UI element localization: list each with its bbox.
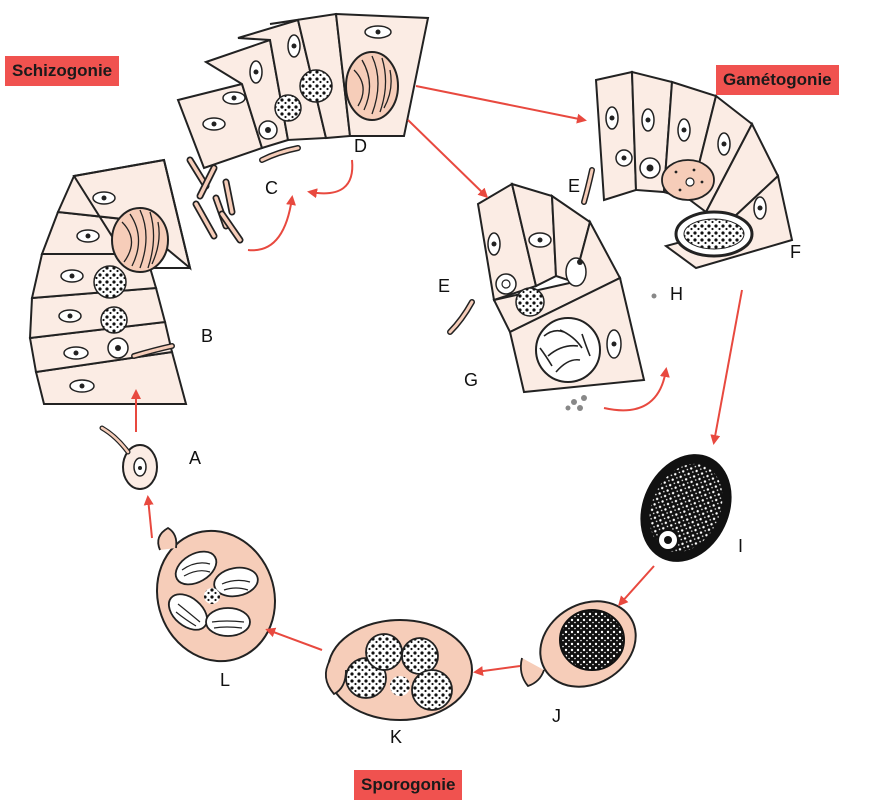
label-h: H xyxy=(670,284,683,304)
label-i: I xyxy=(738,536,743,556)
arrow-d-to-c xyxy=(310,160,352,193)
stage-j-oocyst xyxy=(521,584,651,703)
label-j: J xyxy=(552,706,561,726)
label-l: L xyxy=(220,670,230,690)
arrow-d-to-gametogony xyxy=(416,86,584,120)
label-g: G xyxy=(464,370,478,390)
arrow-k-to-l xyxy=(268,630,322,650)
arrow-merozoites-to-c xyxy=(248,198,292,250)
stage-l-sporulated-oocyst xyxy=(139,514,293,678)
label-e-right: E xyxy=(568,176,580,196)
free-merozoites xyxy=(190,160,240,240)
arrow-j-to-k xyxy=(476,666,520,672)
label-d: D xyxy=(354,136,367,156)
stage-k-sporulating-oocyst xyxy=(326,620,472,720)
arrow-i-to-j xyxy=(620,566,654,604)
stage-a-sporozoite xyxy=(102,428,157,489)
arrow-l-to-a xyxy=(148,498,152,538)
phase-label-sporogonie: Sporogonie xyxy=(354,770,462,800)
label-b: B xyxy=(201,326,213,346)
label-c: C xyxy=(265,178,278,198)
stage-i-zygote xyxy=(625,440,748,575)
label-a: A xyxy=(189,448,201,468)
arrow-f-to-i xyxy=(714,290,742,442)
label-e-center: E xyxy=(438,276,450,296)
label-f: F xyxy=(790,242,801,262)
phase-label-gametogonie: Gamétogonie xyxy=(716,65,839,95)
phase-label-schizogonie: Schizogonie xyxy=(5,56,119,86)
arrow-d-to-microgamete xyxy=(408,120,486,196)
label-k: K xyxy=(390,727,402,747)
